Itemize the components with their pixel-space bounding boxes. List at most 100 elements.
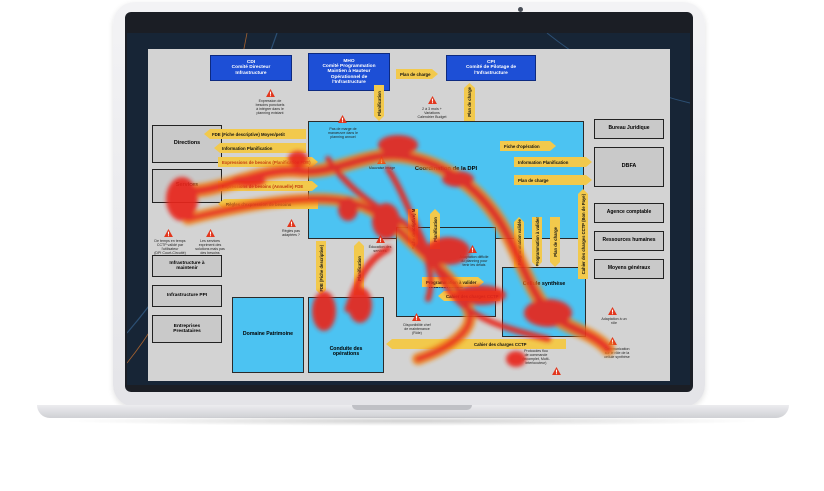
arrow-v-top1: Planification: [374, 85, 384, 121]
arrow-v-planif2: Planification: [430, 209, 440, 249]
arrow-label: Planification: [432, 216, 438, 242]
arrow-info-planif-left: Information Planification: [214, 143, 306, 153]
laptop-base: [37, 405, 789, 418]
arrow-label: Cahier des charges CCTP: [446, 293, 499, 299]
arrow-cahier-bottom: Cahier des charges CCTP: [386, 339, 566, 349]
warning-icon: [428, 96, 437, 104]
arrow-label: Fiche d'opération: [504, 143, 540, 149]
note-protocoles: Protocoles flou de commande (incomplet, …: [522, 349, 550, 366]
arrow-label: Information Planification: [518, 159, 569, 165]
warning-icon: [468, 245, 477, 253]
entreprises-box: Entreprises Prestataires: [152, 315, 222, 343]
infra-maintenir-box: Infrastructure à maintenir: [152, 255, 222, 277]
arrow-label: Expressions de besoins (Planification FD…: [222, 159, 311, 165]
arrow-label: FDE (Fiche descriptive): [318, 244, 324, 292]
note-besoins-ponctuels: Expression de besoins ponctuels à intégr…: [255, 99, 285, 116]
note-adaptation-role: Adaptation à un rôle: [601, 317, 627, 326]
arrow-plan-charge-right: Plan de charge: [514, 175, 592, 185]
warning-icon: [412, 313, 421, 321]
entreprises-label: Entreprises Prestataires: [173, 323, 201, 334]
cellule-box: Cellule synthèse: [502, 267, 586, 337]
dbfa-box: DBFA: [594, 147, 664, 187]
laptop-screen: CDI Comité Directeur Infrastructure MHO …: [127, 33, 690, 385]
warning-icon: [287, 219, 296, 227]
arrow-label: Cahier des charges CCTP: [474, 341, 527, 347]
arrow-plan-charge-top: Plan de charge: [396, 69, 438, 79]
note-calendrier: 2 à 3 mois + Variations Calendrier Budge…: [417, 107, 447, 120]
warning-icon: [608, 307, 617, 315]
arrow-label: Programmation à valider: [534, 217, 540, 267]
process-diagram: CDI Comité Directeur Infrastructure MHO …: [148, 49, 670, 381]
arrow-regles: Règles d'expression de besoins: [218, 199, 318, 209]
arrow-v-fde: FDE (Fiche descriptive): [316, 241, 326, 295]
warning-icon: [377, 156, 386, 164]
arrow-v-prog-a-valider: Programmation à valider: [532, 217, 542, 267]
arrow-v-top2: Plan de charge: [464, 83, 475, 121]
note-image: Mauvaise image: [368, 166, 396, 170]
directions-label: Directions: [173, 140, 201, 147]
agence-label: Agence comptable: [606, 209, 652, 216]
laptop-notch: [352, 405, 472, 410]
agence-box: Agence comptable: [594, 203, 664, 223]
infra-ppi-label: Infrastructure PPI: [166, 293, 208, 299]
arrow-label: Planification: [356, 255, 362, 281]
patrimoine-box: Domaine Patrimoine: [232, 297, 304, 373]
infra-maintenir-label: Infrastructure à maintenir: [169, 260, 205, 271]
services-box: Services: [152, 169, 222, 203]
arrow-label: FDE (Fiche descriptive) Moyen/petit: [212, 131, 285, 137]
conduite-label: Conduite des opérations: [329, 345, 363, 358]
patrimoine-label: Domaine Patrimoine: [242, 331, 294, 338]
note-cctp: De temps en temps CCTP validé par l'util…: [154, 239, 186, 256]
warning-icon: [552, 367, 561, 375]
arrow-label: Règles d'expression de besoins: [226, 201, 292, 207]
services-label: Services: [175, 182, 199, 189]
rh-label: Ressources humaines: [602, 237, 656, 244]
cdi-box: CDI Comité Directeur Infrastructure: [210, 55, 292, 81]
cpi-label: CPI Comité de Pilotage de l'Infrastructu…: [465, 60, 517, 76]
arrow-prog-valider: Programmation à valider: [422, 277, 484, 287]
note-disponibilite: Disponibilité chef de maintenance (Rôle): [403, 323, 431, 336]
webcam: [518, 7, 523, 12]
note-education: Éducation des services: [368, 245, 392, 254]
moyens-box: Moyens généraux: [594, 259, 664, 279]
arrow-fiche-op: Fiche d'opération: [500, 141, 556, 151]
note-marge: Pas de marge de manœuvre dans le plannin…: [328, 127, 358, 140]
arrow-label: Plan de charge: [400, 71, 431, 77]
cpi-box: CPI Comité de Pilotage de l'Infrastructu…: [446, 55, 536, 81]
coordination-label: Coordination de la DPI: [414, 166, 478, 172]
arrow-expr-besoins-1: Expressions de besoins (Planification FD…: [218, 157, 318, 167]
dbfa-label: DBFA: [621, 163, 637, 170]
warning-icon: [376, 235, 385, 243]
arrow-info-planif-right: Information Planification: [514, 157, 592, 167]
arrow-label: Information Planification: [222, 145, 273, 151]
arrow-label: Programmation validée: [516, 218, 522, 266]
mho-box: MHO Comité Programmation Maintien à Haut…: [308, 53, 390, 91]
warning-icon: [338, 115, 347, 123]
arrow-expr-besoins-2: Expressions de besoins (Annuelle) FDE: [218, 181, 318, 191]
cellule-label: Cellule synthèse: [522, 281, 566, 287]
laptop-shadow: [60, 416, 764, 426]
arrow-label: Plan de charge: [467, 87, 472, 117]
moyens-label: Moyens généraux: [607, 265, 651, 272]
note-adaptation: Adaptation difficile du planning pour te…: [459, 255, 489, 268]
conduite-box: Conduite des opérations: [308, 297, 384, 373]
note-regles: Règles pas adaptées ?: [282, 229, 300, 238]
arrow-fde-left: FDE (Fiche descriptive) Moyen/petit: [204, 129, 306, 139]
arrow-label: Programmation à valider: [426, 279, 477, 285]
note-services: Les services expriment des solutions mai…: [195, 239, 225, 256]
infra-ppi-box: Infrastructure PPI: [152, 285, 222, 307]
bureau-juridique-box: Bureau Juridique: [594, 119, 664, 139]
arrow-label: Planification: [376, 90, 382, 116]
note-communication: Communication sur le rôle de la cellule …: [604, 347, 630, 360]
arrow-label: Plan de charge: [552, 227, 558, 257]
arrow-label: Plan de charge: [518, 177, 549, 183]
arrow-cahier-charges: Cahier des charges CCTP: [438, 291, 500, 301]
arrow-label: Expressions de besoins (Annuelle) FDE: [222, 183, 304, 189]
arrow-v-cahier: Cahier des charges CCTP (Bon de Paye): [578, 189, 588, 279]
rh-box: Ressources humaines: [594, 231, 664, 251]
arrow-label: Cahier des charges CCTP (Bon de Paye): [580, 193, 586, 275]
warning-icon: [164, 229, 173, 237]
warning-icon: [266, 89, 275, 97]
arrow-v-fde-moyen: FDE (Fiche descriptive) Moyen: [408, 209, 418, 249]
arrow-v-plan-charge: Plan de charge: [550, 217, 560, 267]
